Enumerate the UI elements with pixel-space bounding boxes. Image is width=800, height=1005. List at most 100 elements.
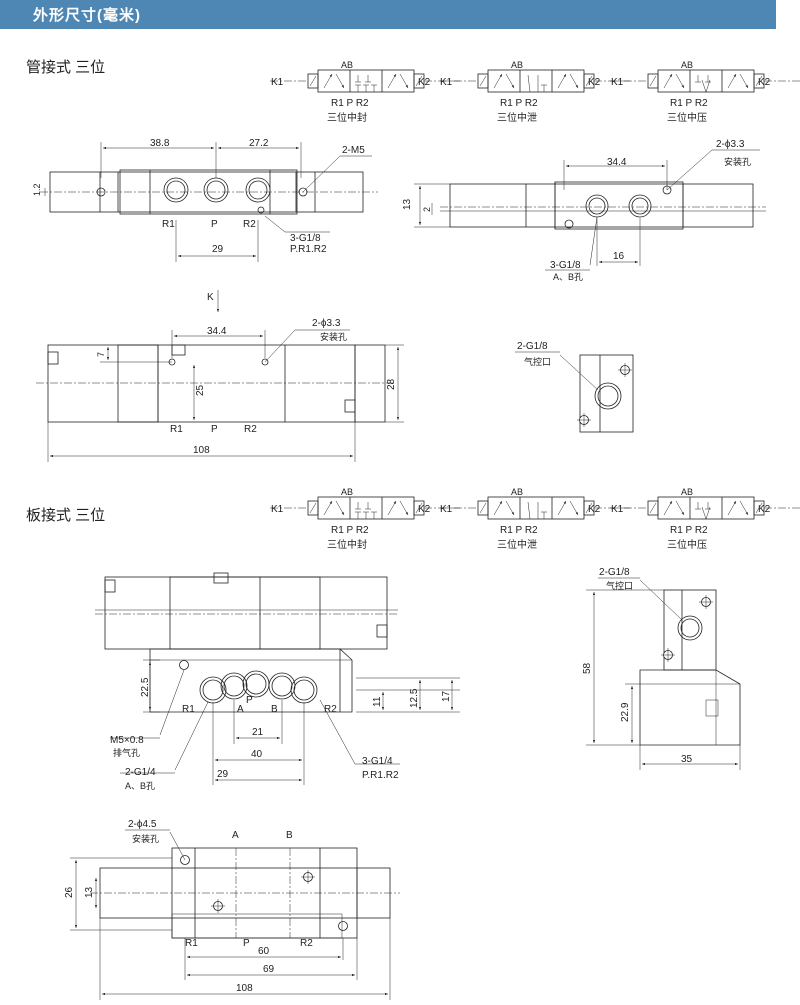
plate-top-mount-text: 安装孔 bbox=[132, 833, 159, 844]
plate-k2-label-2: K2 bbox=[588, 504, 601, 515]
pressure-center-label: 三位中压 bbox=[667, 111, 707, 124]
top-r1-label: R1 bbox=[170, 424, 183, 435]
plate-pr1r2-label: P.R1.R2 bbox=[362, 770, 399, 781]
plate-top-a-label: A bbox=[232, 830, 239, 841]
side-mount-label: 2-ϕ3.3 bbox=[716, 139, 745, 150]
plate-dim-29: 29 bbox=[217, 769, 229, 780]
symbol-closed-center bbox=[270, 70, 460, 92]
plate-ports-label-3: R1 P R2 bbox=[670, 525, 708, 536]
pipe-front-view bbox=[40, 142, 378, 262]
k2-label-3: K2 bbox=[758, 77, 771, 88]
plate-top-p-label: P bbox=[243, 938, 250, 949]
plate-r1-label: R1 bbox=[182, 704, 195, 715]
side-mount-text: 安装孔 bbox=[724, 156, 751, 167]
plate-top-dim-108: 108 bbox=[236, 983, 253, 994]
plate-exhaust-center-label: 三位中泄 bbox=[497, 538, 537, 551]
plate-k1-label: K1 bbox=[271, 504, 284, 515]
top-mount-label: 2-ϕ3.3 bbox=[312, 318, 341, 329]
pipe-side-view bbox=[414, 149, 766, 271]
page-title: 外形尺寸(毫米) bbox=[33, 7, 141, 24]
r2-label: R2 bbox=[243, 219, 256, 230]
symbol-exhaust-center bbox=[440, 70, 630, 92]
plate-k2-label-3: K2 bbox=[758, 504, 771, 515]
plate-side-dim-22-9: 22.9 bbox=[620, 702, 631, 722]
plate-front-view bbox=[95, 572, 460, 785]
top-dim-25: 25 bbox=[195, 384, 206, 396]
plate-symbol-exhaust-center bbox=[440, 497, 630, 519]
exhaust-center-label: 三位中泄 bbox=[497, 111, 537, 124]
g18-label: 3-G1/8 bbox=[290, 233, 321, 244]
p-label: P bbox=[211, 219, 218, 230]
k1-label-3: K1 bbox=[611, 77, 624, 88]
ports-label: R1 P R2 bbox=[331, 98, 369, 109]
plate-dim-21: 21 bbox=[252, 727, 264, 738]
top-dim-108: 108 bbox=[193, 445, 210, 456]
plate-top-r1-label: R1 bbox=[185, 938, 198, 949]
plate-k2-label: K2 bbox=[418, 504, 431, 515]
plate-dim-12-5: 12.5 bbox=[409, 688, 420, 708]
pilot-g18-label: 2-G1/8 bbox=[517, 341, 548, 352]
k1-label-2: K1 bbox=[440, 77, 453, 88]
plate-ab-port-label: A、B孔 bbox=[125, 781, 155, 791]
plate-b-label: B bbox=[271, 704, 278, 715]
k2-label: K2 bbox=[418, 77, 431, 88]
ab-label-3: AB bbox=[681, 60, 693, 70]
dim-29: 29 bbox=[212, 244, 224, 255]
m5-label: 2-M5 bbox=[342, 145, 365, 156]
pipe-top-view bbox=[36, 329, 404, 462]
plate-pressure-center-label: 三位中压 bbox=[667, 538, 707, 551]
side-dim-2: 2 bbox=[422, 207, 432, 212]
top-dim-34-4: 34.4 bbox=[207, 326, 227, 337]
top-dim-7: 7 bbox=[96, 352, 106, 357]
plate-g14-label: 2-G1/4 bbox=[125, 767, 156, 778]
top-r2-label: R2 bbox=[244, 424, 257, 435]
ab-label-2: AB bbox=[511, 60, 523, 70]
plate-dim-40: 40 bbox=[251, 749, 263, 760]
plate-r2-label: R2 bbox=[324, 704, 337, 715]
top-dim-28: 28 bbox=[386, 378, 397, 390]
plate-exhaust-label: 排气孔 bbox=[113, 747, 140, 758]
plate-top-view bbox=[70, 829, 400, 1000]
dim-1-2: 1.2 bbox=[32, 183, 42, 196]
plate-top-dim-26: 26 bbox=[64, 886, 75, 898]
plate-side-dim-58: 58 bbox=[582, 662, 593, 674]
plate-dim-17: 17 bbox=[441, 690, 452, 702]
k1-label: K1 bbox=[271, 77, 284, 88]
r1-label: R1 bbox=[162, 219, 175, 230]
plate-k1-label-3: K1 bbox=[611, 504, 624, 515]
plate-p-label: P bbox=[246, 695, 253, 706]
plate-symbol-pressure-center bbox=[610, 497, 800, 519]
plate-closed-center-label: 三位中封 bbox=[327, 538, 367, 551]
dim-27-2: 27.2 bbox=[249, 138, 269, 149]
plate-top-b-label: B bbox=[286, 830, 293, 841]
plate-top-mount-label: 2-ϕ4.5 bbox=[128, 819, 157, 830]
dim-38-8: 38.8 bbox=[150, 138, 170, 149]
plate-top-dim-13: 13 bbox=[84, 886, 95, 898]
plate-top-dim-60: 60 bbox=[258, 946, 270, 957]
plate-ports-label: R1 P R2 bbox=[331, 525, 369, 536]
plate-k1-label-2: K1 bbox=[440, 504, 453, 515]
pilot-detail-pipe bbox=[515, 351, 634, 433]
pilot-port-label: 气控口 bbox=[524, 356, 551, 367]
plate-ports-label-2: R1 P R2 bbox=[500, 525, 538, 536]
plate-m5-label: M5×0.8 bbox=[110, 735, 144, 746]
plate-symbol-closed-center bbox=[270, 497, 460, 519]
side-g18-label: 3-G1/8 bbox=[550, 260, 581, 271]
ports-label-2: R1 P R2 bbox=[500, 98, 538, 109]
side-dim-16: 16 bbox=[613, 251, 625, 262]
closed-center-label: 三位中封 bbox=[327, 111, 367, 124]
plate-side-g18-label: 2-G1/8 bbox=[599, 567, 630, 578]
plate-a-label: A bbox=[237, 704, 244, 715]
plate-g14b-label: 3-G1/4 bbox=[362, 756, 393, 767]
plate-side-view bbox=[586, 577, 741, 770]
top-mount-text: 安装孔 bbox=[320, 331, 347, 342]
side-dim-34-4: 34.4 bbox=[607, 157, 627, 168]
side-dim-13: 13 bbox=[402, 198, 413, 210]
plate-dim-11: 11 bbox=[372, 696, 383, 707]
plate-dim-22-5: 22.5 bbox=[140, 677, 151, 697]
plate-top-dim-69: 69 bbox=[263, 964, 275, 975]
plate-side-dim-35: 35 bbox=[681, 754, 693, 765]
side-ab-label: A、B孔 bbox=[553, 272, 583, 282]
section-title-plate: 板接式 三位 bbox=[26, 507, 106, 524]
